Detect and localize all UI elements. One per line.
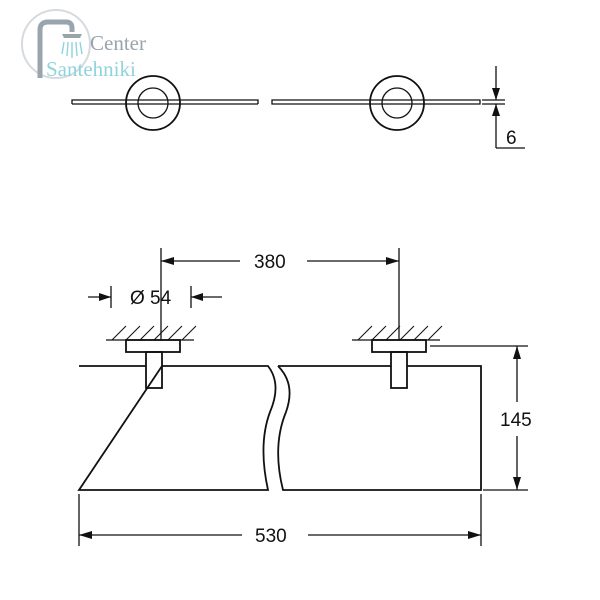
front-view: 380 Ø 54 bbox=[77, 248, 532, 547]
glass-shelf-right bbox=[277, 365, 482, 491]
shower-head-icon bbox=[37, 19, 75, 78]
total-width-dimension: 530 bbox=[78, 494, 482, 547]
depth-dimension: 145 bbox=[430, 345, 532, 491]
top-view: 6 bbox=[71, 66, 525, 149]
brand-logo: Center Santehniki bbox=[21, 9, 146, 81]
wall-hatch-left bbox=[106, 325, 197, 341]
glass-plate-top-left bbox=[71, 99, 259, 105]
bracket-left bbox=[125, 339, 181, 389]
rosette-top-left-inner bbox=[137, 87, 169, 119]
rosette-top-left-outer bbox=[125, 75, 181, 131]
logo-line-2: Santehniki bbox=[46, 57, 136, 81]
diameter-dimension: Ø 54 bbox=[88, 286, 222, 309]
mount-spacing-dimension: 380 bbox=[160, 248, 400, 340]
bracket-right bbox=[371, 339, 427, 389]
rosette-top-right-outer bbox=[369, 75, 425, 131]
wall-hatch-right bbox=[352, 325, 443, 341]
shower-rose-icon bbox=[62, 34, 82, 38]
mount-spacing-label: 380 bbox=[254, 252, 286, 273]
diameter-label: Ø 54 bbox=[130, 288, 172, 309]
depth-label: 145 bbox=[500, 410, 532, 431]
rosette-top-right-inner bbox=[381, 87, 413, 119]
glass-plate-top-right bbox=[271, 99, 481, 105]
total-width-label: 530 bbox=[255, 526, 287, 547]
thickness-label: 6 bbox=[506, 128, 517, 149]
logo-ring bbox=[21, 9, 91, 79]
water-drops-icon bbox=[61, 41, 83, 58]
glass-shelf-left bbox=[77, 365, 277, 491]
logo-line-1: Center bbox=[90, 31, 146, 55]
thickness-dimension: 6 bbox=[482, 66, 525, 149]
